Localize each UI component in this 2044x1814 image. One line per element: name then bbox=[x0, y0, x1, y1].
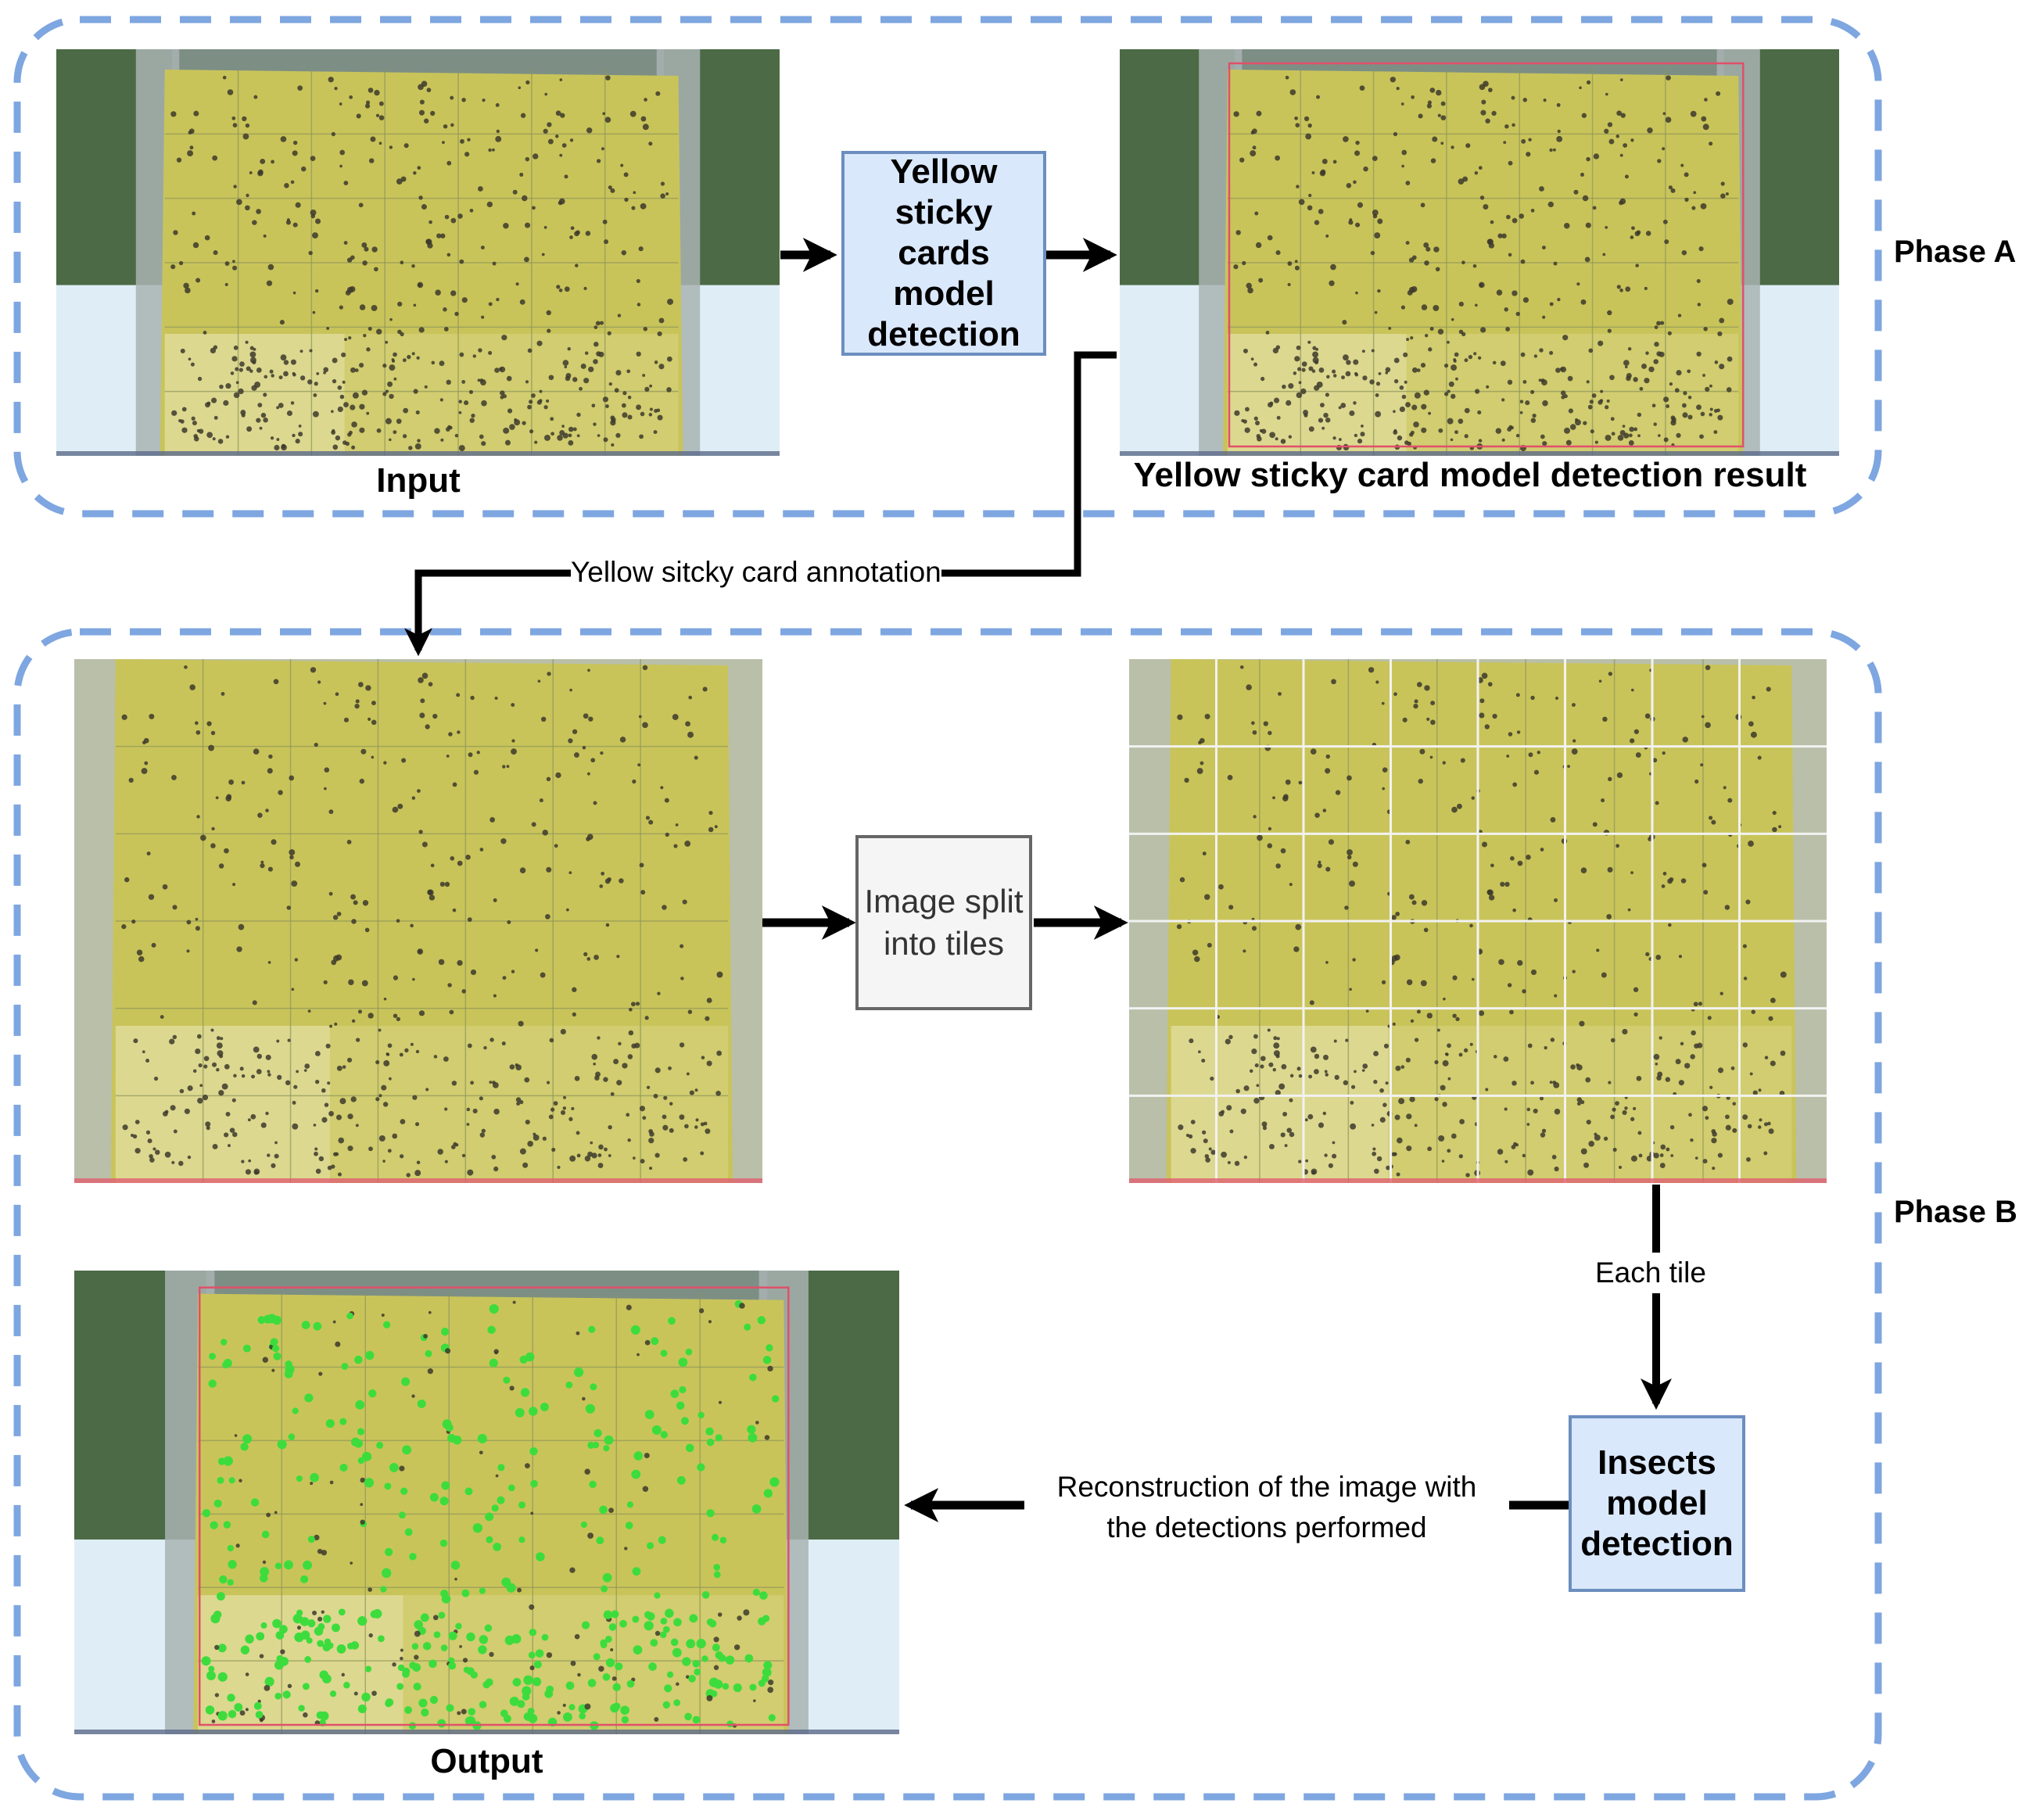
split-box: Image split into tiles bbox=[855, 835, 1032, 1010]
phase-a-container bbox=[13, 16, 1882, 518]
output-caption: Output bbox=[430, 1742, 543, 1780]
phase-b-container bbox=[13, 628, 1882, 1801]
insect-detection-label: Insects model detection bbox=[1580, 1443, 1734, 1563]
reconstruction-edge-label: Reconstruction of the image with the det… bbox=[1024, 1467, 1509, 1548]
annotation-edge-label: Yellow sitcky card annotation bbox=[571, 552, 941, 593]
output-image bbox=[74, 1271, 899, 1734]
phase-b-label: Phase B bbox=[1894, 1195, 2017, 1229]
insect-detection-box: Insects model detection bbox=[1569, 1415, 1745, 1592]
input-caption: Input bbox=[376, 461, 461, 500]
split-label: Image split into tiles bbox=[864, 883, 1024, 962]
card-detection-box: Yellow sticky cards model detection bbox=[841, 151, 1046, 356]
phase-a-label: Phase A bbox=[1894, 235, 2017, 269]
arrow-annotation bbox=[404, 351, 1117, 657]
annotated-card-image bbox=[74, 659, 762, 1183]
card-detection-label: Yellow sticky cards model detection bbox=[867, 152, 1020, 353]
input-image bbox=[56, 49, 780, 456]
card-detection-result-image bbox=[1120, 49, 1839, 456]
each-tile-edge-label: Each tile bbox=[1595, 1253, 1706, 1293]
card-result-caption: Yellow sticky card model detection resul… bbox=[1133, 456, 1807, 494]
tiled-card-image bbox=[1129, 659, 1827, 1183]
